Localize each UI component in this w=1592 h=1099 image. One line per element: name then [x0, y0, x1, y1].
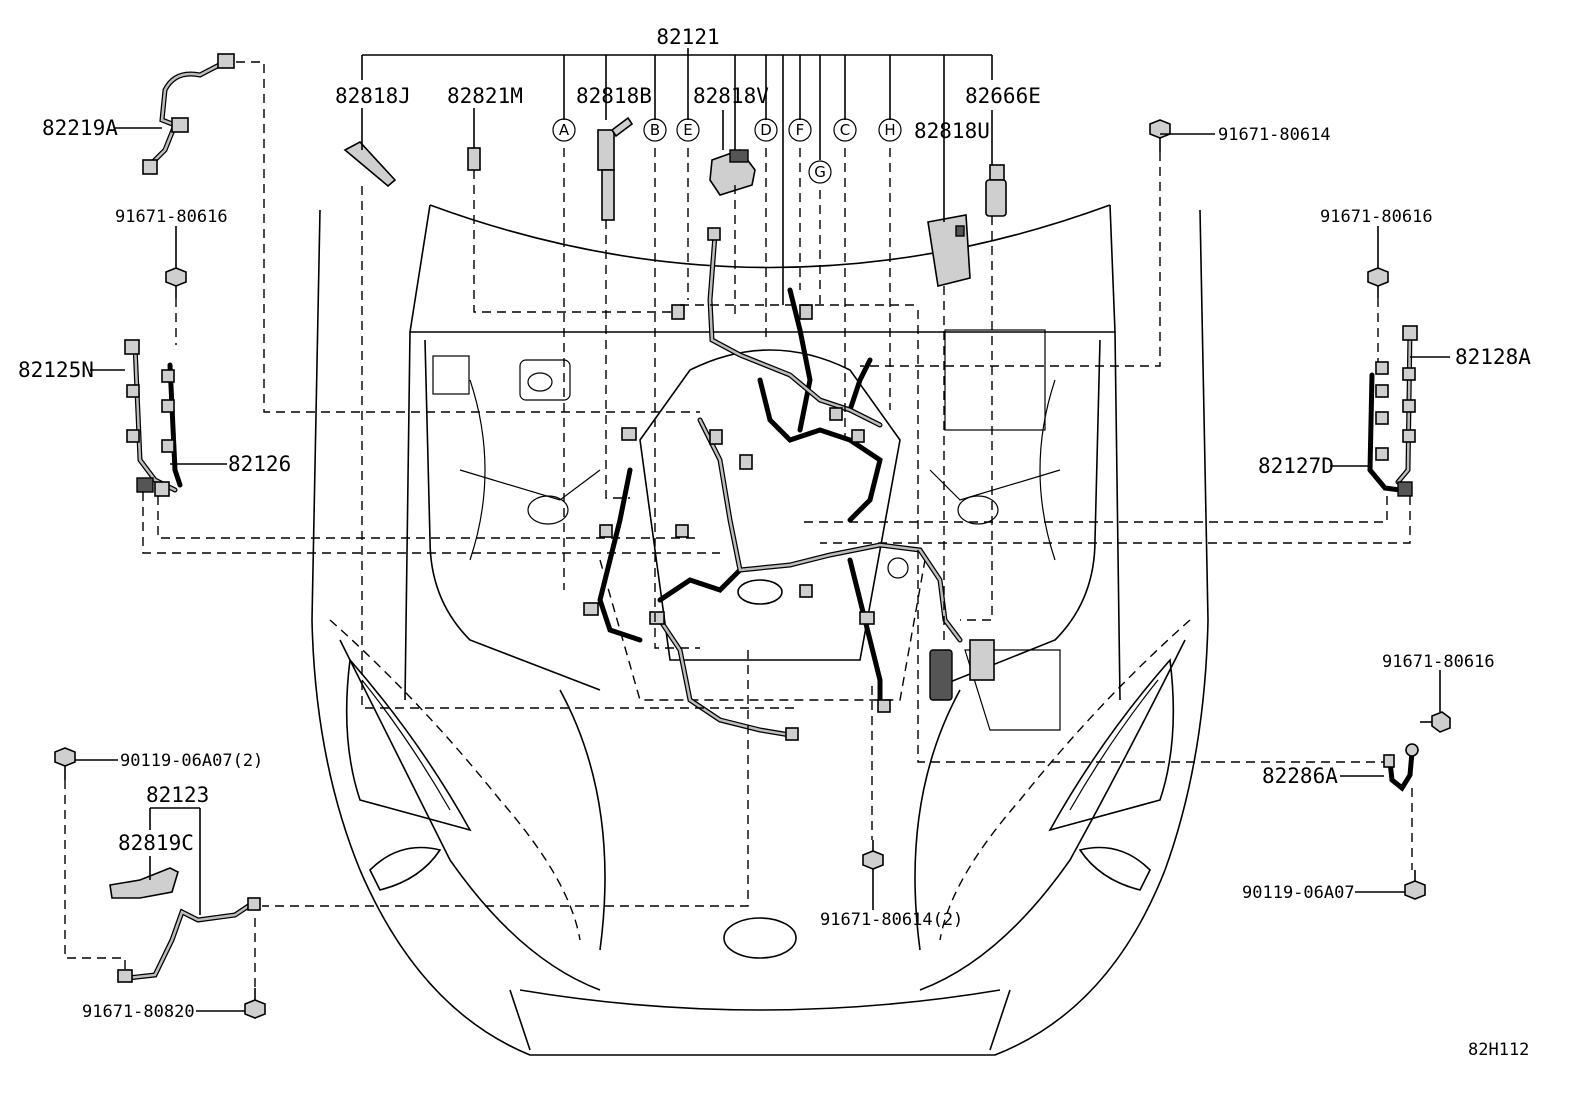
- label-82128A: 82128A: [1455, 345, 1531, 369]
- connector-label: A: [559, 121, 570, 139]
- label-82127D: 82127D: [1258, 454, 1334, 478]
- connector-label: B: [650, 121, 660, 139]
- label-91671-80616-low: 91671-80616: [1382, 652, 1495, 672]
- part-82219A-wire: [142, 53, 235, 175]
- part-82128A-82127D-harness: [1367, 325, 1418, 497]
- part-82818B-bracket: [597, 116, 634, 221]
- part-82286A-wire: [1383, 743, 1419, 792]
- label-82818J: 82818J: [335, 84, 411, 108]
- label-82821M: 82821M: [447, 84, 523, 108]
- connector-label: D: [760, 121, 772, 139]
- connector-label: F: [796, 121, 805, 139]
- car-body-outline: [311, 204, 1209, 1056]
- part-labels: 82121 82219A 82818J 82821M 82818B 82818V…: [18, 25, 1531, 1060]
- part-82821M-clip: [467, 147, 481, 171]
- part-82818U-cover: [927, 214, 971, 287]
- label-82126: 82126: [228, 452, 291, 476]
- part-82666E-relay: [985, 164, 1007, 217]
- label-91671-80616-right: 91671-80616: [1320, 207, 1433, 227]
- label-82286A: 82286A: [1262, 764, 1338, 788]
- connector-label: E: [683, 121, 692, 139]
- label-82818V: 82818V: [693, 84, 769, 108]
- label-91671-80614-2: 91671-80614(2): [820, 910, 963, 930]
- part-82125N-82126-harness: [124, 339, 183, 497]
- part-82818V-relay-block: [709, 149, 756, 196]
- label-82123: 82123: [146, 783, 209, 807]
- label-90119-06A07: 90119-06A07: [1242, 883, 1355, 903]
- bolt-icon: [54, 119, 1451, 1019]
- diagram-id: 82H112: [1468, 1040, 1529, 1060]
- label-82125N: 82125N: [18, 358, 94, 382]
- connector-label: C: [840, 121, 850, 139]
- part-82818J-clip: [343, 141, 397, 188]
- connector-labels: A B E D F G C H: [552, 118, 902, 184]
- label-82121: 82121: [656, 25, 719, 49]
- connector-label: H: [884, 121, 895, 139]
- label-91671-80820: 91671-80820: [82, 1002, 195, 1022]
- part-82123-82819C-wire: [109, 867, 261, 983]
- label-91671-80614-top: 91671-80614: [1218, 125, 1331, 145]
- label-82219A: 82219A: [42, 116, 118, 140]
- label-90119-06A07-2: 90119-06A07(2): [120, 751, 263, 771]
- leader-lines: [75, 48, 1450, 1012]
- label-91671-80616-left: 91671-80616: [115, 207, 228, 227]
- label-82818U: 82818U: [914, 119, 990, 143]
- dashed-reference-lines: [64, 61, 1413, 988]
- label-82818B: 82818B: [576, 84, 652, 108]
- label-82666E: 82666E: [965, 84, 1041, 108]
- connector-label: G: [814, 163, 826, 181]
- label-82819C: 82819C: [118, 831, 194, 855]
